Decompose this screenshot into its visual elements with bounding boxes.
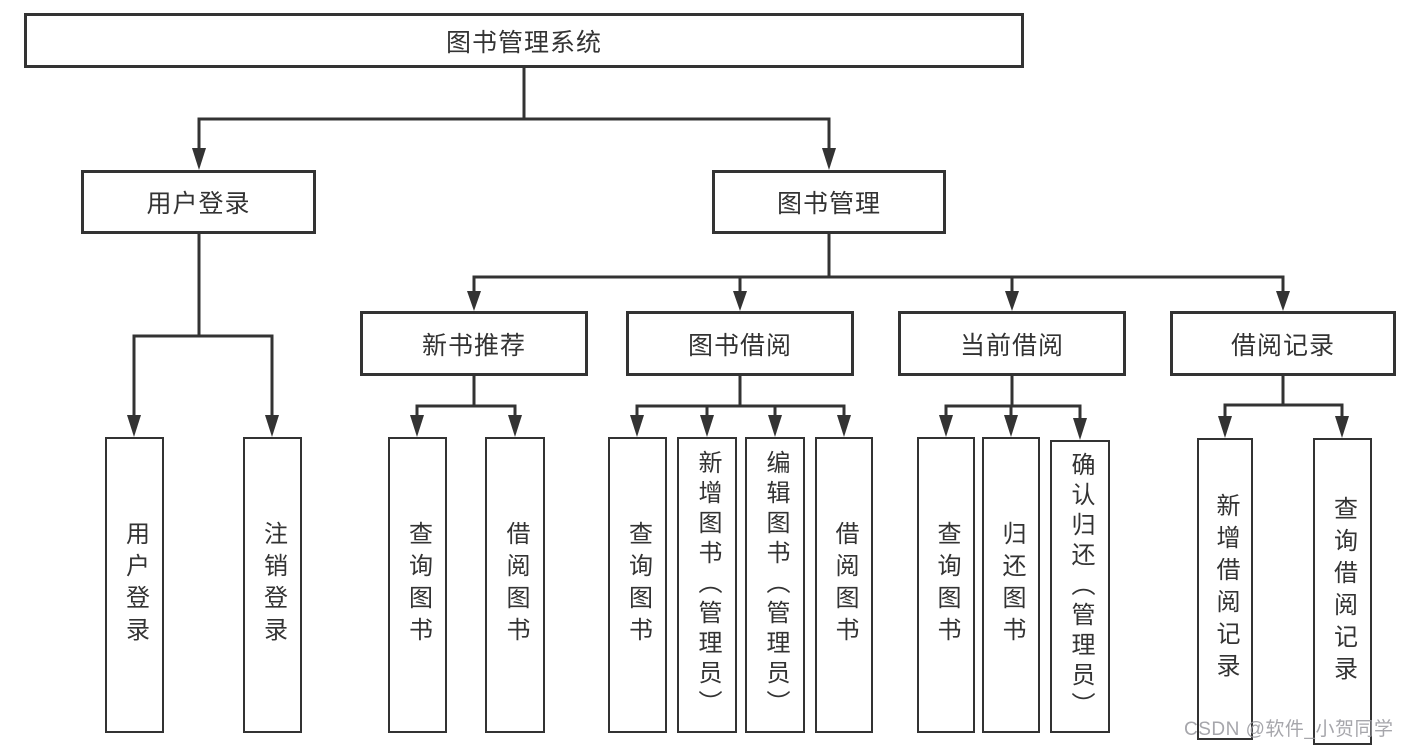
- connector-newbooks-to-leaves: [410, 374, 522, 437]
- node-book-management: 图书管理: [712, 170, 946, 234]
- leaf-currentborrow-confirm-return: 确认归还（管理员）: [1050, 440, 1110, 733]
- node-book-borrow: 图书借阅: [626, 311, 854, 376]
- node-current-borrow: 当前借阅: [898, 311, 1126, 376]
- node-root: 图书管理系统: [24, 13, 1024, 68]
- leaf-bookborrow-edit-books: 编辑图书（管理员）: [745, 437, 805, 733]
- leaf-bookborrow-borrow-books: 借阅图书: [815, 437, 873, 733]
- connector-currentborrow-to-leaves: [939, 374, 1087, 440]
- connector-login-to-leaves: [127, 232, 279, 437]
- leaf-newbook-borrow-books: 借阅图书: [485, 437, 545, 733]
- leaf-records-query-record: 查询借阅记录: [1313, 438, 1372, 745]
- leaf-newbook-query-books: 查询图书: [388, 437, 447, 733]
- leaf-user-login: 用户登录: [105, 437, 164, 733]
- connector-management-to-level2: [467, 232, 1290, 311]
- node-new-book-recommend: 新书推荐: [360, 311, 588, 376]
- node-borrow-records: 借阅记录: [1170, 311, 1396, 376]
- connector-records-to-leaves: [1218, 374, 1349, 438]
- leaf-currentborrow-query-books: 查询图书: [917, 437, 975, 733]
- leaf-logout: 注销登录: [243, 437, 302, 733]
- connector-bookborrow-to-leaves: [630, 374, 851, 437]
- leaf-bookborrow-query-books: 查询图书: [608, 437, 667, 733]
- leaf-bookborrow-add-books: 新增图书（管理员）: [677, 437, 737, 733]
- leaf-records-add-record: 新增借阅记录: [1197, 438, 1253, 740]
- connector-root-to-level1: [192, 65, 836, 170]
- node-user-login: 用户登录: [81, 170, 316, 234]
- leaf-currentborrow-return-books: 归还图书: [982, 437, 1040, 733]
- csdn-watermark: CSDN @软件_小贺同学: [1184, 719, 1394, 740]
